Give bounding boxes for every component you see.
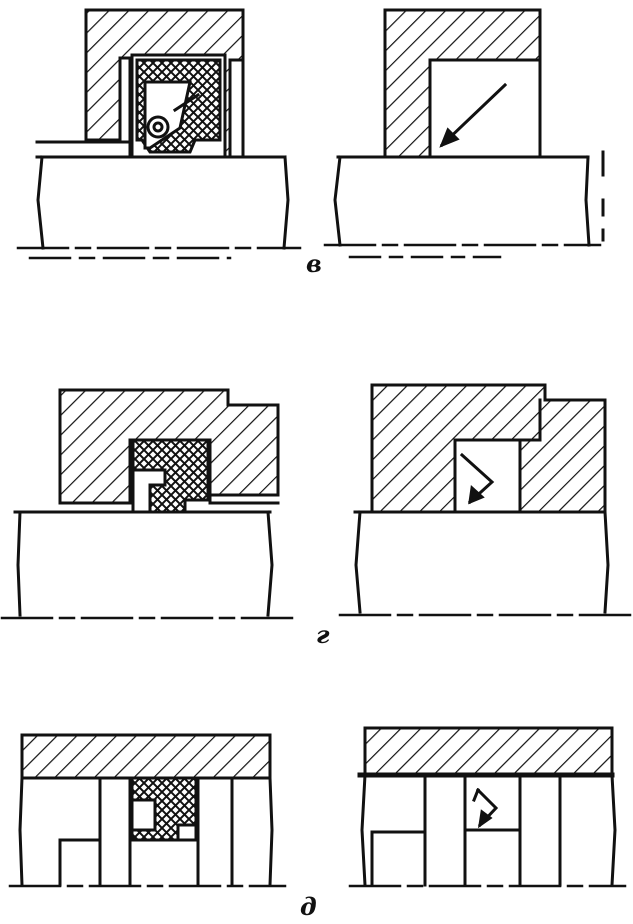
row-g-seal-left: [0, 388, 302, 620]
label-v: в: [306, 249, 322, 278]
row-d-symbol-right: [348, 726, 627, 888]
label-d: д: [300, 892, 317, 921]
label-g: г: [316, 620, 330, 649]
row-v-symbol-right: [323, 8, 605, 259]
row-d-seal-left: [8, 733, 287, 888]
row-g-symbol-right: [338, 383, 633, 617]
row-v-seal-left: [16, 8, 302, 260]
